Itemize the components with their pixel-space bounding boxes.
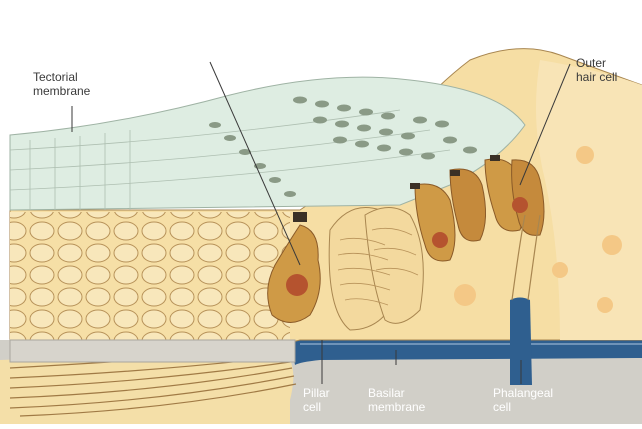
label-phalangeal-cell-text: Phalangeal cell: [493, 386, 553, 414]
label-outer-hair-cell-text: Outer hair cell: [576, 56, 617, 84]
left-supporting-cells: [10, 212, 290, 350]
label-tectorial-membrane-text: Tectorial membrane: [33, 70, 90, 98]
label-inner-hair-cell: Inner hair cell: [178, 30, 219, 58]
label-basilar-membrane: Basilar membrane: [368, 386, 425, 414]
label-tectorial-membrane: Tectorial membrane: [33, 70, 90, 98]
label-outer-hair-cell: Outer hair cell: [576, 56, 617, 84]
label-phalangeal-cell: Phalangeal cell: [493, 386, 553, 414]
inner-hair-cell-top: [293, 212, 307, 222]
left-lower-strip: [10, 340, 295, 362]
label-basilar-membrane-text: Basilar membrane: [368, 386, 425, 414]
label-inner-hair-cell-text: Inner hair cell: [178, 30, 219, 58]
label-pillar-cell-text: Pillar cell: [303, 386, 330, 414]
label-pillar-cell: Pillar cell: [303, 386, 330, 414]
inner-hair-cell-nucleus: [286, 274, 308, 296]
